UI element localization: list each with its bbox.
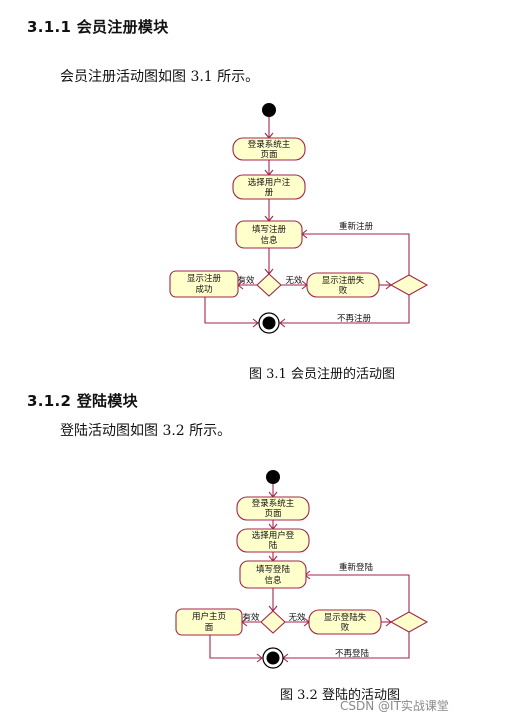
node-success-line2: 面 [205,623,214,633]
node-home-page: 登录系统主 页面 [236,496,310,521]
node-select-line2: 陆 [269,540,278,551]
label-invalid: 无效 [285,275,303,286]
node-home-line1: 登录系统主 [248,139,291,150]
edge-retry-loop [305,574,410,612]
section-heading-3-1-1: 3.1.1 会员注册模块 [27,18,169,36]
label-valid: 有效 [242,612,260,623]
node-home-page: 登录系统主 页面 [232,137,306,161]
node-fill-line1: 填写登陆 [256,564,291,575]
section-intro-3-1-1: 会员注册活动图如图 3.1 所示。 [60,69,260,85]
watermark: CSDN @IT实战课堂 [340,699,449,713]
label-valid: 有效 [237,275,255,286]
label-retry: 重新注册 [339,221,374,232]
node-fill-info: 填写登陆 信息 [239,560,307,589]
label-quit: 不再登陆 [335,648,370,659]
node-fill-line1: 填写注册 [252,224,287,235]
edges [204,117,410,324]
figure-caption-3-1: 图 3.1 会员注册的活动图 [249,367,395,382]
label-invalid: 无效 [288,612,306,623]
node-fail-line1: 显示注册失 [322,275,365,286]
node-fail-line1: 显示登陆失 [324,612,367,623]
label-retry: 重新登陆 [339,562,374,573]
decision-diamond [256,273,282,297]
node-show-success: 显示注册 成功 [169,270,239,298]
edge-retry-loop [302,233,410,275]
edge-quit-end [280,295,410,324]
activity-diagram-registration: 登录系统主 页面 选择用户注 册 填写注册 信息 显示注册 成功 显示注册失 败… [169,103,429,334]
section-heading-3-1-2: 3.1.2 登陆模块 [27,392,138,410]
node-select-line2: 册 [265,188,274,198]
edge-success-end [209,635,262,659]
node-show-fail: 显示注册失 败 [306,272,380,298]
start-node [262,103,276,117]
node-select-line1: 选择用户注 [248,177,291,188]
label-quit: 不再注册 [337,313,372,324]
node-fail-line2: 败 [341,622,350,633]
edge-quit-end [283,632,410,659]
node-fill-info: 填写注册 信息 [235,220,303,249]
node-select-line1: 选择用户登 [252,530,295,541]
node-fill-line2: 信息 [260,235,278,246]
merge-diamond [389,611,429,633]
activity-diagram-login: 登录系统主 页面 选择用户登 陆 填写登陆 信息 用户主页 面 显示登陆失 败 … [175,470,429,669]
section-intro-3-1-2: 登陆活动图如图 3.2 所示。 [60,423,232,439]
node-success-line2: 成功 [195,284,212,295]
end-node [262,647,284,669]
end-node [258,312,280,334]
node-success-line1: 显示注册 [187,273,222,284]
node-home-line2: 页面 [260,150,278,160]
node-home-line2: 页面 [264,509,282,519]
node-select-register: 选择用户注 册 [232,174,306,200]
edge-success-end [204,297,258,324]
start-node [266,470,280,484]
decision-diamond [260,610,286,634]
node-fail-line2: 败 [339,285,348,296]
figure-caption-3-2: 图 3.2 登陆的活动图 [280,688,400,703]
node-show-fail: 显示登陆失 败 [308,609,382,635]
merge-diamond [389,274,429,296]
node-fill-line2: 信息 [264,575,282,586]
edges [209,484,410,659]
node-user-home: 用户主页 面 [175,608,243,636]
node-home-line1: 登录系统主 [252,498,295,509]
node-success-line1: 用户主页 [192,611,226,622]
node-select-login: 选择用户登 陆 [236,528,310,553]
